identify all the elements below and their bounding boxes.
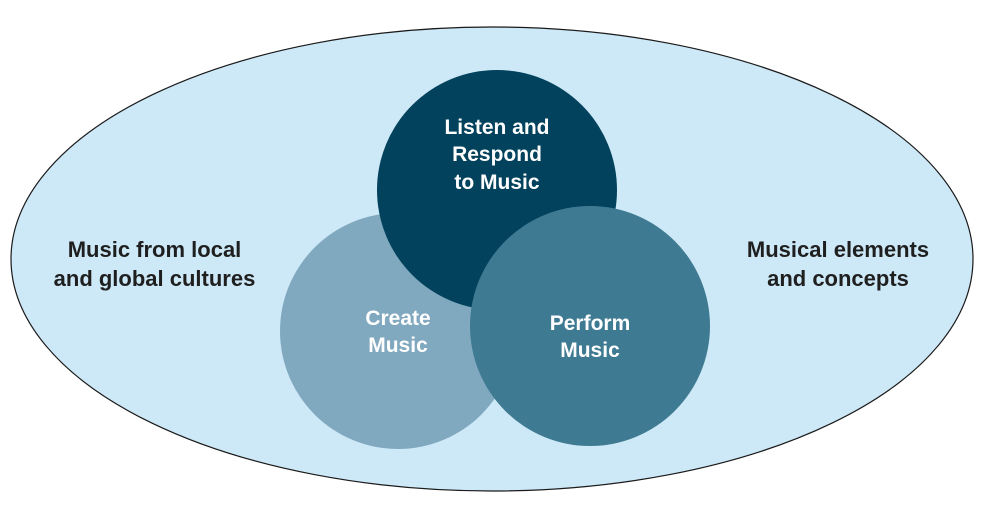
create-music-label: Create Music	[338, 305, 458, 360]
listen-respond-label: Listen and Respond to Music	[417, 114, 577, 196]
create-label-line-2: Music	[368, 334, 428, 358]
create-label-line-1: Create	[365, 307, 431, 330]
listen-label-line-3: to Music	[454, 170, 540, 194]
perform-label-line-1: Perform	[549, 312, 631, 335]
perform-music-circle	[470, 206, 710, 446]
right-outer-label: Musical elements and concepts	[718, 236, 958, 293]
listen-label-line-1: Listen and	[444, 116, 550, 139]
left-label-line-2: and global cultures	[53, 265, 256, 291]
perform-music-label: Perform Music	[525, 310, 655, 365]
right-label-line-2: and concepts	[767, 265, 909, 291]
left-label-line-1: Music from local	[67, 237, 242, 262]
left-outer-label: Music from local and global cultures	[22, 236, 287, 293]
right-label-line-1: Musical elements	[746, 237, 930, 262]
perform-label-line-2: Music	[560, 339, 620, 363]
listen-label-line-2: Respond	[452, 143, 542, 167]
